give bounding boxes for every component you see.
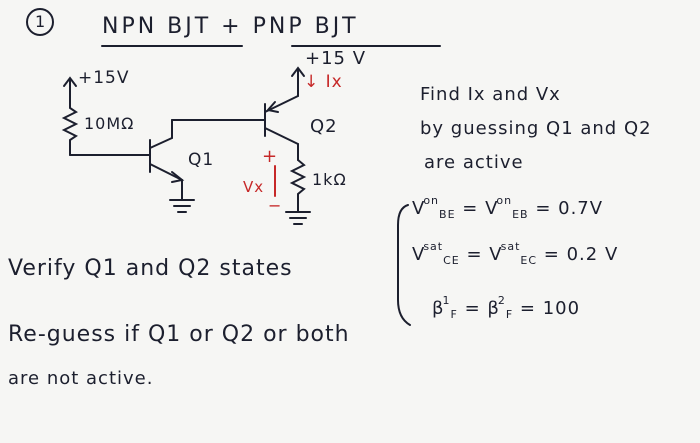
task-line-2: by guessing Q1 and Q2 <box>420 118 652 139</box>
task-line-1: Find Ix and Vx <box>420 84 561 105</box>
right-resistor-zigzag <box>289 159 307 213</box>
left-supply-label: +15V <box>78 68 130 88</box>
vbe-sub: BE <box>439 208 456 221</box>
given-von: VonBE = VonEB = 0.7V <box>412 194 604 221</box>
vx-plus-sign: + <box>262 146 279 167</box>
q2-emitter-arrow <box>266 101 279 113</box>
vce-sup: sat <box>423 240 444 253</box>
problem-number: 1 <box>35 12 47 31</box>
vbe-sup: on <box>423 194 440 207</box>
vce-symbol: V <box>412 244 426 265</box>
beta2-symbol: = β <box>464 298 500 319</box>
left-resistor-label: 10MΩ <box>84 114 135 133</box>
von-value: = 0.7V <box>535 198 604 219</box>
vx-label: Vx <box>243 178 265 196</box>
right-supply-arrow <box>291 66 305 77</box>
right-supply-label: +15 V <box>305 48 367 69</box>
veb-sub: EB <box>512 208 529 221</box>
beta1-symbol: β <box>432 298 445 319</box>
left-resistor-zigzag <box>61 91 79 156</box>
task-line-3: are active <box>424 152 524 173</box>
reguess-instruction-cont: are not active. <box>8 368 154 389</box>
vsat-value: = 0.2 V <box>543 244 619 265</box>
given-beta: β1F = β2F = 100 <box>432 294 581 321</box>
right-resistor-label: 1kΩ <box>312 170 347 189</box>
q2-label: Q2 <box>310 116 338 137</box>
reguess-instruction: Re-guess if Q1 or Q2 or both <box>8 322 350 347</box>
veb-sup: on <box>496 194 513 207</box>
left-supply-arrow <box>63 76 77 87</box>
page-title: NPN BJT + PNP BJT <box>102 14 359 39</box>
problem-number-circle <box>26 8 54 36</box>
vec-sup: sat <box>500 240 521 253</box>
vbe-symbol: V <box>412 198 426 219</box>
beta2-sub: F <box>505 308 514 321</box>
beta1-sup: 1 <box>442 294 451 307</box>
ix-current-label: ↓ Ix <box>304 72 343 92</box>
beta2-sup: 2 <box>497 294 506 307</box>
given-brace <box>397 204 411 326</box>
vec-sub: EC <box>520 254 538 267</box>
given-vsat: VsatCE = VsatEC = 0.2 V <box>412 240 619 267</box>
q1-label: Q1 <box>188 150 215 170</box>
vx-minus-sign: − <box>268 196 283 215</box>
veb-symbol: = V <box>462 198 499 219</box>
beta-value: = 100 <box>519 298 581 319</box>
verify-instruction: Verify Q1 and Q2 states <box>8 256 293 281</box>
vec-symbol: = V <box>466 244 503 265</box>
beta1-sub: F <box>450 308 458 321</box>
q1-emitter-arrow <box>171 171 185 183</box>
vce-sub: CE <box>443 254 460 267</box>
